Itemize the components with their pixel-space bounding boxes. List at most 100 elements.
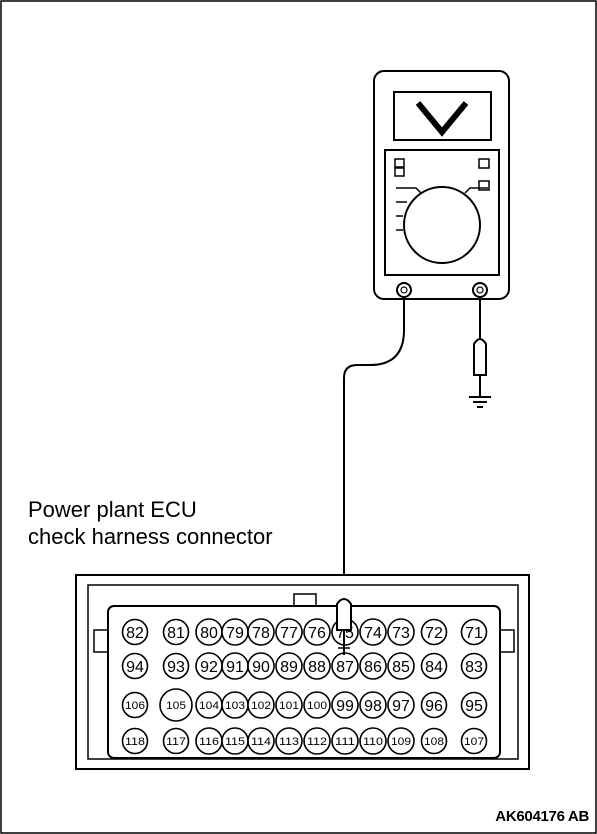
pin-106: 106 xyxy=(121,691,149,719)
pin-label: 85 xyxy=(392,659,410,676)
pin-circle xyxy=(420,618,448,646)
pin-circle xyxy=(460,727,488,755)
pin-76: 76 xyxy=(303,618,331,646)
pin-81: 81 xyxy=(162,618,190,646)
pin-117: 117 xyxy=(162,727,190,755)
pin-circle xyxy=(420,727,448,755)
pin-circle xyxy=(275,691,303,719)
pin-label: 100 xyxy=(307,700,327,712)
pin-label: 72 xyxy=(425,625,443,642)
pin-label: 102 xyxy=(251,700,271,712)
dial-mark xyxy=(396,187,422,194)
pin-80: 80 xyxy=(195,618,223,646)
pin-circle xyxy=(359,691,387,719)
pin-91: 91 xyxy=(221,652,249,680)
pin-72: 72 xyxy=(420,618,448,646)
connector-key xyxy=(293,593,317,607)
pin-73: 73 xyxy=(387,618,415,646)
pin-78: 78 xyxy=(247,618,275,646)
pin-label: 73 xyxy=(392,625,410,642)
pin-circle xyxy=(303,618,331,646)
pin-108: 108 xyxy=(420,727,448,755)
pin-label: 78 xyxy=(252,625,270,642)
jack-hole xyxy=(476,286,484,294)
pin-110: 110 xyxy=(359,727,387,755)
backprobe-body xyxy=(336,598,352,631)
pin-label: 104 xyxy=(199,700,219,712)
pin-circle xyxy=(387,618,415,646)
pin-circle xyxy=(121,727,149,755)
pin-71: 71 xyxy=(460,618,488,646)
pin-83: 83 xyxy=(460,652,488,680)
pin-circle xyxy=(159,688,193,722)
positive-test-lead xyxy=(343,297,405,605)
pin-circle xyxy=(162,727,190,755)
pin-circle xyxy=(359,618,387,646)
pin-label: 79 xyxy=(226,625,244,642)
pin-112: 112 xyxy=(303,727,331,755)
pin-113: 113 xyxy=(275,727,303,755)
pin-label: 81 xyxy=(167,625,185,642)
pin-92: 92 xyxy=(195,652,223,680)
pin-105: 105 xyxy=(159,688,193,722)
pin-label: 108 xyxy=(424,736,444,748)
backprobe xyxy=(336,598,352,655)
pin-label: 76 xyxy=(308,625,326,642)
pin-circle xyxy=(303,652,331,680)
pin-circle xyxy=(162,618,190,646)
pin-circle xyxy=(387,727,415,755)
pin-label: 95 xyxy=(465,698,483,715)
pin-circle xyxy=(331,691,359,719)
pin-84: 84 xyxy=(420,652,448,680)
pin-114: 114 xyxy=(247,727,275,755)
pin-100: 100 xyxy=(303,691,331,719)
pin-label: 82 xyxy=(126,625,144,642)
pin-label: 94 xyxy=(126,659,144,676)
pin-circle xyxy=(303,727,331,755)
pin-label: 89 xyxy=(280,659,298,676)
pin-label: 110 xyxy=(363,736,383,748)
pin-label: 74 xyxy=(364,625,382,642)
pin-label: 84 xyxy=(425,659,443,676)
pin-label: 98 xyxy=(364,698,382,715)
selector-dial-icon xyxy=(403,186,481,264)
pin-label: 107 xyxy=(464,736,484,748)
pin-label: 77 xyxy=(280,625,298,642)
pin-94: 94 xyxy=(121,652,149,680)
volt-v-icon xyxy=(415,101,469,137)
pin-circle xyxy=(460,652,488,680)
pin-107: 107 xyxy=(460,727,488,755)
ground-probe xyxy=(469,297,491,408)
ground-probe-body xyxy=(473,338,487,376)
pin-label: 103 xyxy=(225,700,245,712)
pin-86: 86 xyxy=(359,652,387,680)
pin-74: 74 xyxy=(359,618,387,646)
pin-102: 102 xyxy=(247,691,275,719)
pin-87: 87 xyxy=(331,652,359,680)
range-indicator-icon xyxy=(478,158,490,169)
pin-111: 111 xyxy=(331,727,359,755)
pin-label: 114 xyxy=(251,736,271,748)
pin-label: 105 xyxy=(166,700,186,712)
pin-label: 96 xyxy=(425,698,443,715)
connector-lock-left xyxy=(93,629,109,653)
pin-circle xyxy=(247,618,275,646)
pin-circle xyxy=(303,691,331,719)
pin-label: 97 xyxy=(392,698,410,715)
range-indicator-icon xyxy=(394,167,405,177)
pin-label: 106 xyxy=(125,700,145,712)
pin-circle xyxy=(387,652,415,680)
pin-label: 118 xyxy=(125,736,145,748)
pin-96: 96 xyxy=(420,691,448,719)
pin-label: 80 xyxy=(200,625,218,642)
pin-circle xyxy=(121,652,149,680)
pin-label: 87 xyxy=(336,659,354,676)
pin-85: 85 xyxy=(387,652,415,680)
pin-118: 118 xyxy=(121,727,149,755)
pin-label: 99 xyxy=(336,698,354,715)
pin-grid: 8281807978777675747372719493929190898887… xyxy=(121,618,488,755)
pin-circle xyxy=(121,691,149,719)
pin-109: 109 xyxy=(387,727,415,755)
pin-circle xyxy=(387,691,415,719)
